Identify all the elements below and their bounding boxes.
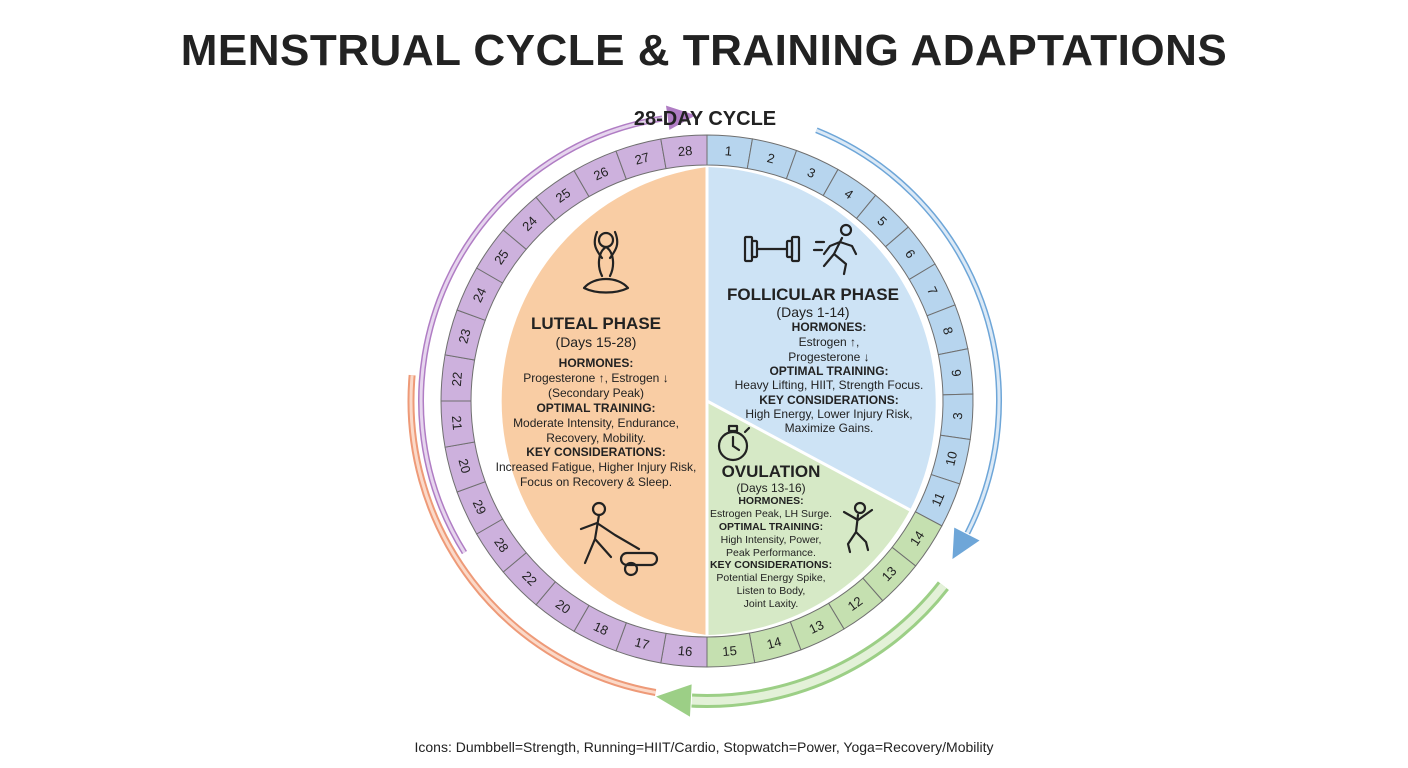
ovulation-days: (Days 13-16) [736,481,805,495]
ring-day-green-3: 13 [807,617,827,637]
follicular-hormones-line-1: Estrogen ↑, [799,335,860,349]
ring-day-blue-9: 3 [950,412,965,420]
ring-day-purple-10: 23 [455,327,473,345]
follicular-days: (Days 1-14) [776,304,849,320]
luteal-considerations-label: KEY CONSIDERATIONS: [526,445,666,459]
orange-cycle-arc-inner [409,375,656,694]
follicular-text: FOLLICULAR PHASE (Days 1-14) HORMONES: E… [727,285,923,435]
ring-day-purple-9: 22 [449,371,465,387]
ring-day-purple-8: 21 [449,415,465,431]
ring-day-purple-2: 18 [591,619,610,639]
icon-legend-footnote: Icons: Dumbbell=Strength, Running=HIIT/C… [414,739,994,755]
follicular-considerations-line-1: High Energy, Lower Injury Risk, [745,407,912,421]
follicular-sector [707,167,936,510]
luteal-days: (Days 15-28) [556,334,637,350]
ring-day-blue-1: 2 [765,150,776,166]
luteal-hormones-line-1: Progesterone ↑, Estrogen ↓ [523,371,668,385]
ovulation-considerations-label: KEY CONSIDERATIONS: [710,559,832,571]
luteal-training-line-2: Recovery, Mobility. [546,431,646,445]
ring-day-blue-11: 11 [928,490,947,508]
ovulation-considerations-line-3: Joint Laxity. [744,598,799,610]
ovulation-title: OVULATION [722,462,821,481]
ovulation-considerations-line-2: Listen to Body, [737,585,806,597]
ovulation-training-label: OPTIMAL TRAINING: [719,521,823,533]
ring-day-purple-3: 20 [553,596,573,617]
ring-day-purple-17: 28 [677,143,693,159]
ring-day-purple-5: 28 [491,535,512,555]
ring-day-green-0: 14 [907,528,927,548]
running-icon [812,223,858,276]
ring-day-purple-15: 26 [591,164,610,184]
ring-day-purple-12: 25 [491,247,512,267]
cycle-label: 28-DAY CYCLE [634,108,776,130]
ovulation-considerations-line-1: Potential Energy Spike, [716,572,825,584]
ring-day-purple-11: 24 [470,285,490,304]
page-title: MENSTRUAL CYCLE & TRAINING ADAPTATIONS [180,26,1228,75]
follicular-training-label: OPTIMAL TRAINING: [769,364,888,378]
ovulation-sector [707,401,910,635]
ring-day-purple-6: 29 [470,497,490,516]
ring-day-purple-0: 16 [677,643,693,659]
ring-day-blue-10: 10 [942,450,960,468]
cycle-arrows [407,104,1002,719]
jumping-icon [842,501,874,554]
blue-cycle-arc-inner [815,128,1001,539]
ring-day-purple-1: 17 [633,634,651,652]
ring-day-purple-14: 25 [553,185,573,206]
purple-cycle-arc-inner [419,117,663,554]
stretching-icon [579,501,659,577]
follicular-training-line-1: Heavy Lifting, HIIT, Strength Focus. [735,378,924,392]
ring-day-green-5: 15 [722,643,738,659]
ring-day-blue-0: 1 [724,143,732,159]
ring-day-blue-8: 9 [949,369,965,378]
ring-day-green-4: 14 [765,634,783,652]
luteal-considerations-line-1: Increased Fatigue, Higher Injury Risk, [496,460,697,474]
ring-day-blue-7: 8 [940,325,956,336]
ring-day-purple-17-cell [660,134,708,170]
luteal-sector [501,167,707,635]
luteal-training-label: OPTIMAL TRAINING: [536,401,655,415]
green-cycle-arc-inner [685,583,947,705]
follicular-considerations-line-2: Maximize Gains. [785,421,874,435]
ring-day-purple-16: 27 [633,149,651,167]
luteal-title: LUTEAL PHASE [531,314,661,333]
follicular-title: FOLLICULAR PHASE [727,285,899,304]
ovulation-training-line-2: Peak Performance. [726,547,816,559]
follicular-hormones-label: HORMONES: [792,320,867,334]
luteal-considerations-line-2: Focus on Recovery & Sleep. [520,475,672,489]
luteal-training-line-1: Moderate Intensity, Endurance, [513,416,679,430]
purple-arrowhead [664,104,699,132]
dumbbell-icon [743,235,801,263]
blue-arrowhead [951,525,982,562]
luteal-hormones-label: HORMONES: [559,356,634,370]
ring-day-green-2: 12 [845,593,866,614]
luteal-hormones-line-2: (Secondary Peak) [548,386,644,400]
ring-day-purple-7: 20 [455,457,473,475]
ovulation-hormones-label: HORMONES: [738,495,803,507]
follicular-hormones-line-2: Progesterone ↓ [788,350,869,364]
stopwatch-icon [717,424,751,462]
follicular-considerations-label: KEY CONSIDERATIONS: [759,393,899,407]
yoga-icon [582,230,630,294]
green-arrowhead [653,682,693,719]
ovulation-text: OVULATION (Days 13-16) HORMONES: Estroge… [710,462,832,610]
ovulation-training-line-1: High Intensity, Power, [721,534,822,546]
luteal-text: LUTEAL PHASE (Days 15-28) HORMONES: Prog… [496,314,697,489]
ovulation-hormones-line-1: Estrogen Peak, LH Surge. [710,508,832,520]
